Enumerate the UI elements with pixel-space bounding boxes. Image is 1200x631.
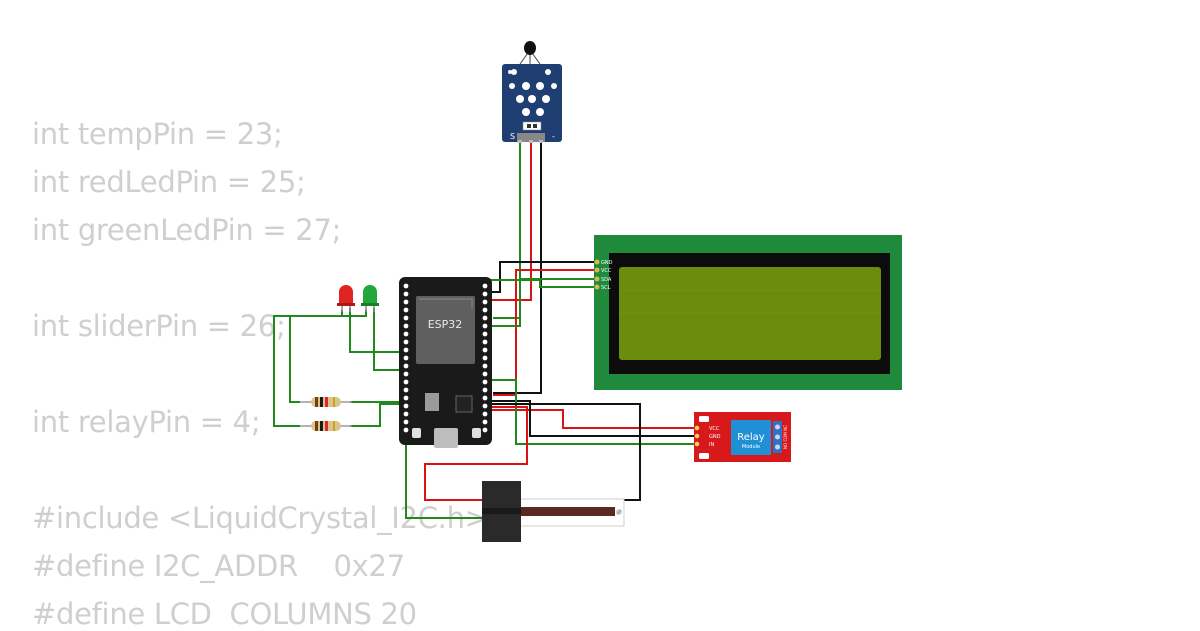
esp32-board[interactable]: ESP32	[399, 277, 492, 448]
code-line: #define I2C_ADDR 0x27	[32, 549, 405, 583]
lcd-pin-gnd: GND	[601, 260, 613, 266]
wire-relay-gnd	[488, 400, 697, 437]
wire-lcd-vcc	[488, 269, 597, 301]
green-led[interactable]	[361, 285, 379, 312]
wire-relay-in	[488, 379, 697, 445]
sensor-pads	[508, 69, 557, 116]
code-line: int redLedPin = 25;	[32, 165, 306, 199]
temperature-sensor[interactable]: S -	[502, 41, 562, 143]
wire-led-common2	[289, 310, 367, 403]
esp32-right-pins	[482, 283, 488, 433]
lcd-display[interactable]: GND VCC SDA SCL	[594, 235, 902, 390]
code-line: int relayPin = 4;	[32, 405, 261, 439]
wire-slider-vcc	[424, 406, 528, 501]
relay-pin-in: IN	[709, 442, 714, 448]
thermistor-bead	[524, 41, 536, 55]
wire-slider-gnd	[488, 403, 641, 501]
lcd-pin-sda: SDA	[601, 277, 612, 283]
esp32-module	[416, 296, 475, 364]
code-line: #define LCD COLUMNS 20	[32, 597, 417, 631]
wire-relay-vcc	[488, 409, 697, 429]
sensor-pin-gnd-label: -	[552, 132, 555, 141]
relay-pin-gnd: GND	[709, 434, 721, 440]
esp32-left-pins	[403, 283, 409, 433]
code-line: int tempPin = 23;	[32, 117, 283, 151]
resistor-1[interactable]	[300, 397, 352, 407]
wire-resistor2	[350, 403, 406, 427]
wire-lcd-scl	[490, 279, 597, 288]
esp32-label: ESP32	[428, 318, 463, 331]
lcd-pin-vcc: VCC	[601, 268, 612, 274]
sensor-pin-s-label: S	[510, 132, 515, 141]
relay-cube	[731, 420, 771, 455]
wire-slider-signal	[405, 430, 483, 519]
lcd-pin-scl: SCL	[601, 285, 611, 291]
red-led[interactable]	[337, 285, 355, 312]
lcd-i2c-pins: GND VCC SDA SCL	[594, 259, 613, 291]
relay-subtitle: Module	[742, 444, 760, 450]
relay-title: Relay	[737, 432, 765, 443]
wire-led-green	[373, 308, 406, 371]
relay-terminal-label: NO COM NC	[783, 425, 788, 449]
relay-pin-vcc: VCC	[709, 426, 720, 432]
relay-pins	[694, 425, 700, 447]
wire-led-red	[349, 308, 406, 353]
wire-sensor-vcc	[493, 140, 532, 396]
wire-led-common	[273, 310, 343, 427]
relay-module[interactable]: VCC GND IN Relay Module NO COM NC	[694, 412, 791, 462]
usb-port	[434, 428, 458, 448]
code-line: int sliderPin = 26;	[32, 309, 286, 343]
code-line: int greenLedPin = 27;	[32, 213, 342, 247]
slide-potentiometer[interactable]	[482, 481, 625, 542]
resistor-2[interactable]	[300, 421, 352, 431]
wire-lcd-gnd	[488, 261, 597, 293]
lcd-grid	[619, 289, 881, 337]
wires	[273, 140, 697, 519]
wire-sensor-gnd	[493, 140, 542, 394]
wire-lcd-sda	[488, 278, 597, 327]
